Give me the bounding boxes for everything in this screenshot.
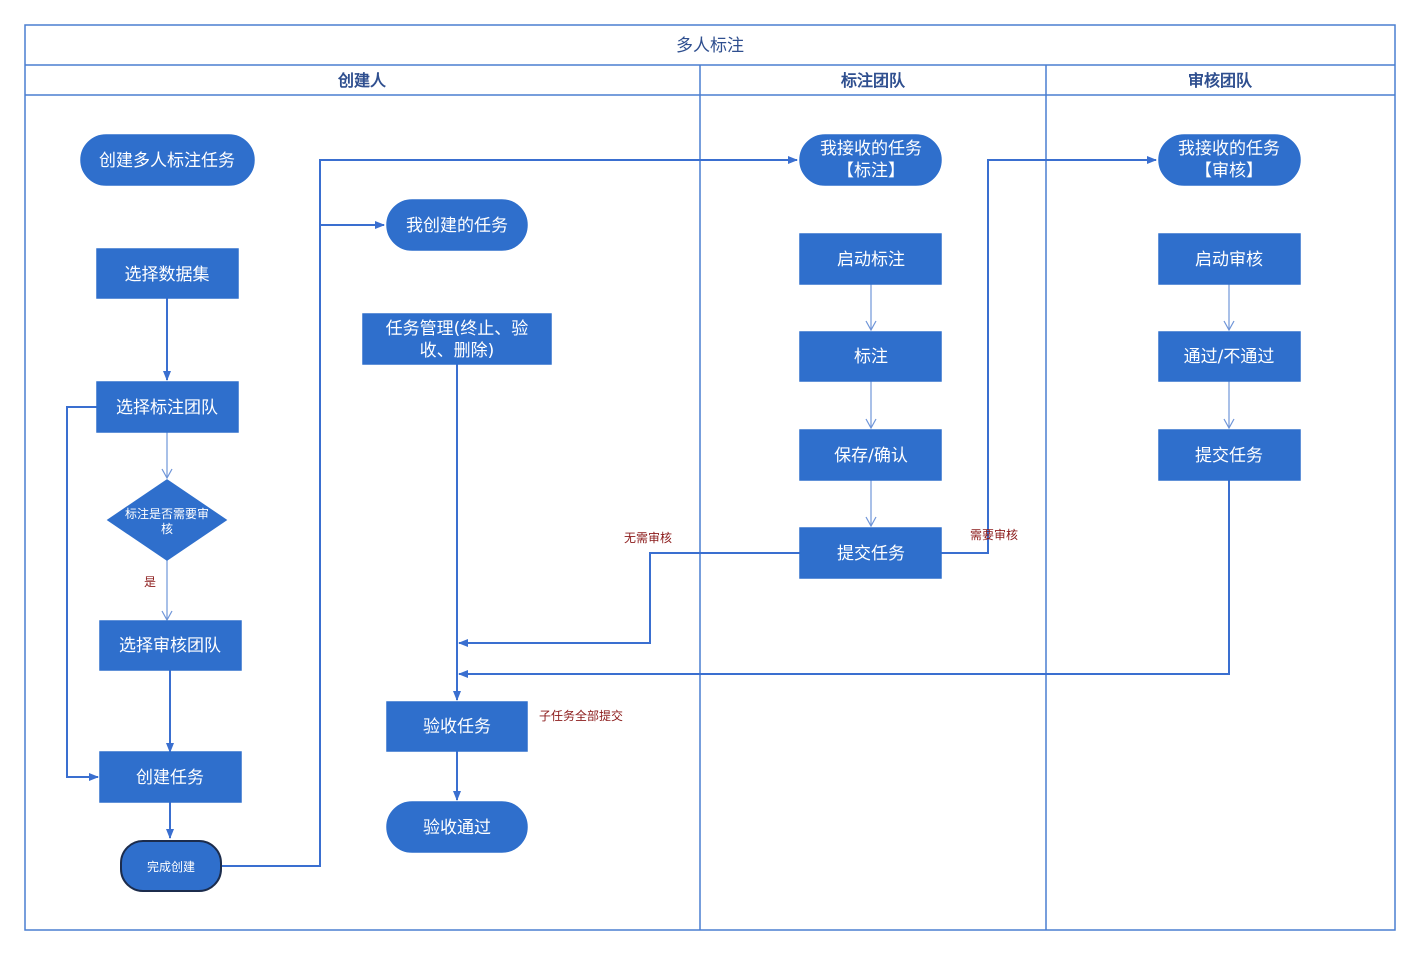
edge-label-yes: 是 bbox=[144, 575, 156, 589]
node-need-review-decision bbox=[106, 479, 228, 561]
edge-review-submit-to-accept bbox=[458, 480, 1230, 678]
node-recv-annot-label-1: 我接收的任务 bbox=[820, 139, 922, 159]
node-done-create-label: 完成创建 bbox=[147, 859, 195, 874]
node-save-confirm-label: 保存/确认 bbox=[834, 446, 908, 466]
edge-label-all-submitted: 子任务全部提交 bbox=[539, 708, 623, 723]
node-recv-annot bbox=[799, 134, 942, 186]
edge-need-review bbox=[941, 156, 1157, 554]
node-pass-fail bbox=[1158, 331, 1301, 382]
node-my-created bbox=[386, 199, 528, 251]
node-select-review-team bbox=[99, 620, 242, 671]
node-accept-task-label: 验收任务 bbox=[423, 717, 491, 737]
node-recv-review bbox=[1158, 134, 1301, 186]
node-select-dataset bbox=[96, 248, 239, 299]
edge-done-to-lanes bbox=[221, 156, 798, 867]
node-create-job-label: 创建任务 bbox=[136, 768, 204, 788]
node-accept-pass-label: 验收通过 bbox=[423, 818, 491, 838]
node-recv-annot-label-2: 【标注】 bbox=[837, 161, 905, 181]
node-need-review-label-1: 标注是否需要审 bbox=[125, 506, 209, 521]
node-submit-review bbox=[1158, 429, 1301, 481]
node-select-annot-team-label: 选择标注团队 bbox=[116, 398, 218, 418]
lane-header-review: 审核团队 bbox=[1188, 71, 1253, 90]
node-recv-review-label-2: 【审核】 bbox=[1195, 161, 1263, 181]
diagram-frame bbox=[24, 24, 1396, 931]
node-save-confirm bbox=[799, 429, 942, 481]
node-submit-annot-label: 提交任务 bbox=[837, 544, 905, 564]
node-start-review bbox=[1158, 233, 1301, 285]
edge-team-bypass bbox=[66, 406, 99, 781]
node-pass-fail-label: 通过/不通过 bbox=[1184, 347, 1275, 367]
node-create-job bbox=[99, 751, 242, 803]
edge-label-no-review: 无需审核 bbox=[624, 530, 672, 545]
node-task-manage-label-1: 任务管理(终止、验 bbox=[386, 319, 529, 339]
node-select-annot-team bbox=[96, 381, 239, 433]
node-annot-label: 标注 bbox=[854, 347, 888, 367]
node-select-review-team-label: 选择审核团队 bbox=[119, 636, 221, 656]
node-start-annot-label: 启动标注 bbox=[837, 250, 905, 270]
node-select-dataset-label: 选择数据集 bbox=[125, 265, 210, 285]
node-submit-annot bbox=[799, 527, 942, 579]
lane-header-annotate: 标注团队 bbox=[840, 71, 906, 90]
node-recv-review-label-1: 我接收的任务 bbox=[1178, 139, 1280, 159]
node-accept-task bbox=[386, 701, 528, 752]
node-start-review-label: 启动审核 bbox=[1195, 250, 1263, 270]
node-accept-pass bbox=[386, 801, 528, 853]
node-task-manage bbox=[362, 313, 552, 365]
node-submit-review-label: 提交任务 bbox=[1195, 446, 1263, 466]
node-done-create bbox=[120, 840, 222, 892]
node-need-review-label-2: 核 bbox=[161, 522, 173, 536]
edge-label-need-review: 需要审核 bbox=[970, 527, 1018, 542]
node-my-created-label: 我创建的任务 bbox=[406, 216, 508, 236]
node-create-task bbox=[80, 134, 255, 186]
node-annot bbox=[799, 331, 942, 382]
node-create-task-label: 创建多人标注任务 bbox=[99, 151, 235, 171]
edge-no-review bbox=[458, 552, 800, 647]
node-start-annot bbox=[799, 233, 942, 285]
lane-header-creator: 创建人 bbox=[337, 71, 387, 90]
node-task-manage-label-2: 收、删除) bbox=[420, 341, 495, 361]
diagram-title: 多人标注 bbox=[676, 36, 744, 56]
